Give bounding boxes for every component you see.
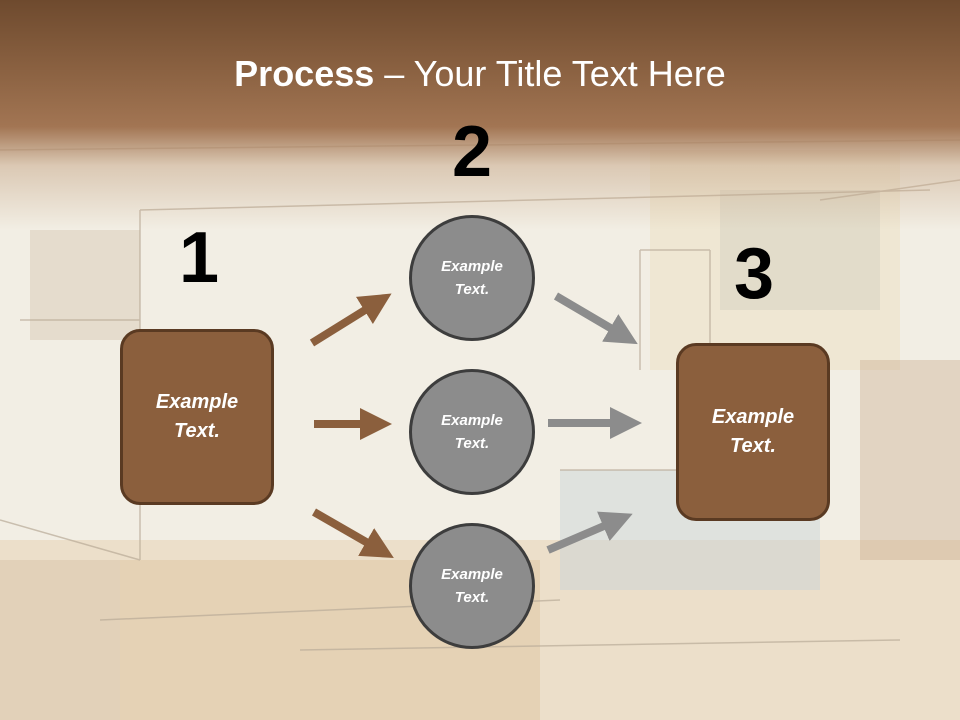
circle-2-text: Example Text.	[441, 412, 503, 452]
step-1-box: Example Text.	[120, 329, 274, 505]
circle-3: Example Text.	[409, 523, 535, 649]
title-rest: – Your Title Text Here	[374, 53, 726, 94]
step-3-box: Example Text.	[676, 343, 830, 521]
header-band	[0, 0, 960, 230]
step-number-1: 1	[178, 218, 220, 298]
slide-title: Process – Your Title Text Here	[0, 52, 960, 96]
title-bold: Process	[234, 53, 375, 94]
circle-1-text: Example Text.	[441, 258, 503, 298]
circle-3-text: Example Text.	[441, 566, 503, 606]
circle-1: Example Text.	[409, 215, 535, 341]
arrow-from-circle-3	[546, 511, 633, 554]
step-number-3: 3	[733, 234, 775, 314]
step-number-2: 2	[451, 112, 493, 192]
circle-2: Example Text.	[409, 369, 535, 495]
step-1-text: Example Text.	[155, 391, 239, 442]
step-3-text: Example Text.	[711, 406, 795, 457]
arrow-from-circle-1	[553, 292, 638, 345]
arrow-to-circle-3	[312, 508, 394, 558]
arrow-to-circle-1	[309, 293, 392, 347]
